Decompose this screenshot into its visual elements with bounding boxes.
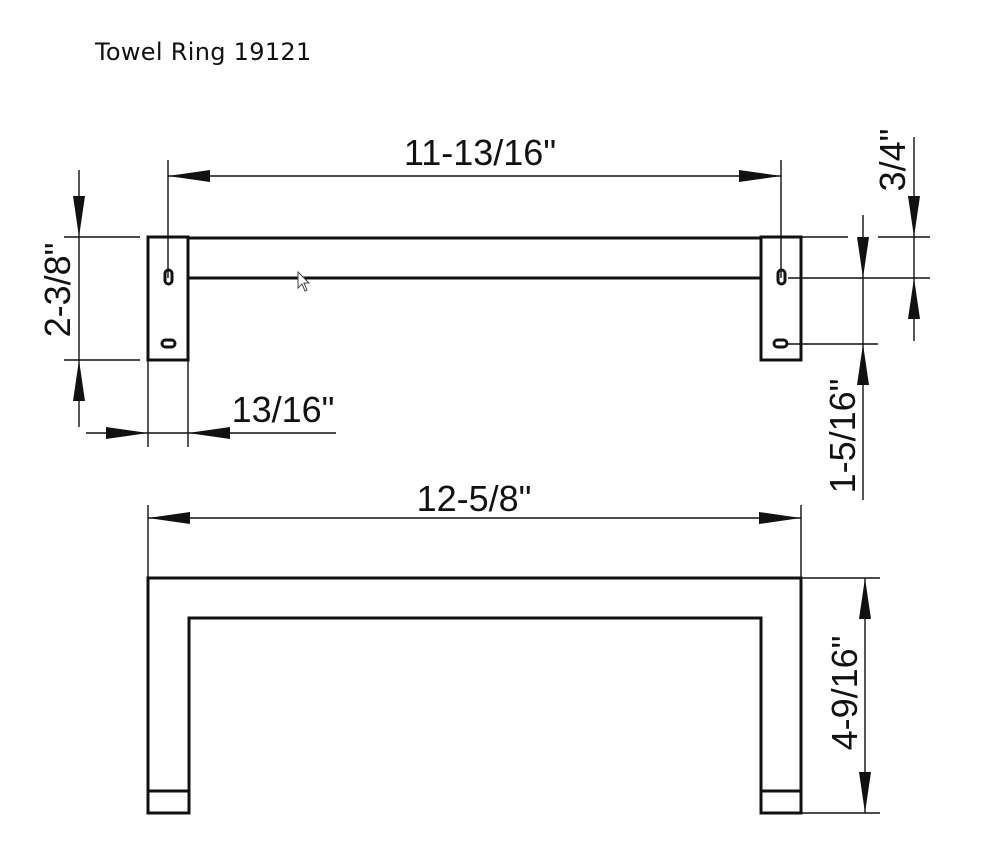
dimension-hole-spacing: 1-5/16"	[788, 215, 878, 500]
label-bar-offset: 3/4"	[872, 129, 913, 192]
label-hole-spacing: 1-5/16"	[822, 379, 863, 494]
mouse-cursor-icon	[297, 270, 311, 292]
dimension-top-width: 11-13/16"	[167, 132, 782, 278]
label-overall-width: 12-5/8"	[417, 478, 532, 519]
top-view	[146, 576, 803, 815]
label-flange-height: 2-3/8"	[37, 243, 78, 338]
right-lower-slot	[772, 338, 789, 349]
dimension-flange-width: 13/16"	[86, 360, 336, 447]
label-flange-width: 13/16"	[232, 389, 335, 430]
drawing-title: Towel Ring 19121	[95, 38, 312, 66]
ring-outline	[146, 576, 803, 815]
front-view	[146, 235, 803, 362]
label-projection: 4-9/16"	[824, 636, 865, 751]
dimension-bar-offset: 3/4"	[788, 129, 930, 341]
dimension-overall-width: 12-5/8"	[147, 478, 802, 578]
dimension-flange-height: 2-3/8"	[37, 170, 140, 427]
dimension-projection: 4-9/16"	[801, 577, 880, 814]
left-lower-slot	[160, 338, 177, 349]
label-top-width: 11-13/16"	[404, 132, 556, 173]
